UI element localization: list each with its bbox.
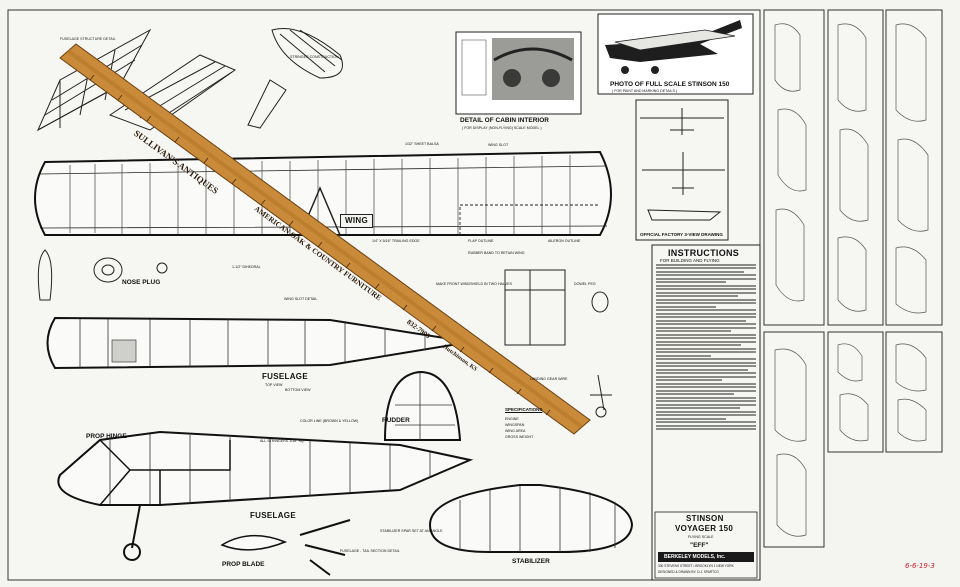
model-name: STINSON — [686, 514, 724, 523]
handwritten-note: 6-6-19-3 — [905, 562, 935, 570]
eff-label: "EFF" — [690, 542, 709, 549]
maker-address: 330 STEVENS STREET • BROOKLYN 1 NEW YORK — [658, 564, 734, 568]
model-name-2: VOYAGER 150 — [675, 524, 734, 533]
title-block — [651, 244, 761, 581]
dowel-peg-note: DOWEL PEG — [574, 282, 596, 286]
color-line-note: COLOR LINE (BROWN & YELLOW) — [300, 419, 359, 423]
fuselage-bottom-sublabel: BOTTOM VIEW — [285, 388, 311, 392]
yardstick-ruler — [59, 43, 591, 435]
sheet-balsa-note: 1/32" SHEET BALSA — [405, 142, 439, 146]
instructions-title: INSTRUCTIONS — [668, 248, 740, 258]
top-left-structure-sketches — [36, 27, 343, 132]
cabin-detail-subtitle: ( FOR DISPLAY (NON-FLYING) SCALE MODEL ) — [462, 126, 542, 130]
flap-outline-note: FLAP OUTLINE — [468, 239, 494, 243]
dihedral-note: 1-1/2" DIHEDRAL — [232, 265, 261, 269]
wing-slot-note: WING SLOT — [488, 143, 509, 147]
fuselage-top-sublabel: TOP VIEW — [265, 383, 283, 387]
wing-slot-detail-note: WING SLOT DETAIL — [284, 297, 318, 301]
prop-hinge-label: PROP HINGE — [86, 433, 127, 440]
rudder-label: RUDDER — [382, 417, 410, 424]
stabilizer-plan — [428, 484, 634, 553]
nose-plug-detail — [37, 249, 168, 301]
stringer-construction-note: STRINGER CONSTRUCTION — [290, 55, 339, 59]
fuselage-side-label: FUSELAGE — [250, 511, 296, 520]
three-view-title: OFFICIAL FACTORY 3-VIEW DRAWING — [640, 232, 723, 237]
rudder-plan — [383, 370, 462, 441]
spec-wingspan: WINGSPAN — [505, 423, 525, 427]
fuselage-side-view — [57, 430, 474, 561]
instructions-subtitle: FOR BUILDING AND FLYING — [660, 258, 720, 263]
landing-gear-note: LANDING GEAR WIRE — [530, 377, 568, 381]
photo-subtitle: ( FOR PAINT AND MARKING DETAILS ) — [612, 89, 678, 93]
spec-wing-area: WING AREA — [505, 429, 526, 433]
fuselage-top-view — [46, 316, 471, 370]
full-scale-photo — [597, 13, 754, 95]
parts-sheets — [763, 9, 943, 548]
fuselage-top-label: FUSELAGE — [262, 372, 308, 381]
wing-label: WING — [340, 214, 373, 228]
spec-gross-weight: GROSS WEIGHT — [505, 435, 534, 439]
windshield-detail — [504, 269, 612, 418]
windshield-note: MAKE FRONT WINDSHIELD IN TWO HALVES — [436, 282, 512, 286]
cabin-interior-detail — [455, 31, 582, 115]
spec-engine: ENGINE — [505, 417, 519, 421]
prop-blade — [220, 519, 351, 576]
specifications-label: SPECIFICATIONS — [505, 407, 543, 412]
rubber-band-note: RUBBER BAND TO RETAIN WING — [468, 251, 525, 255]
maker-name: BERKELEY MODELS, Inc. — [664, 554, 726, 560]
trailing-edge-note: 1/4" X 5/16" TRAILING EDGE — [372, 239, 420, 243]
stabilizer-label: STABILIZER — [512, 558, 550, 565]
svg-text:FUSELAGE STRUCTURE DETAIL: FUSELAGE STRUCTURE DETAIL — [60, 37, 116, 41]
flying-scale-label: FLYING SCALE — [688, 535, 714, 539]
wing-plan — [34, 150, 612, 236]
designer-credit: DESIGNED & DRAWN BY: D.J. SPARTCO — [658, 570, 719, 574]
stringers-note: ALL STRINGERS 1/16" SQ. — [260, 439, 305, 443]
instructions-text-block — [656, 262, 756, 510]
aileron-outline-note: AILERON OUTLINE — [548, 239, 581, 243]
nose-plug-label: NOSE PLUG — [122, 279, 161, 286]
factory-three-view — [635, 99, 729, 241]
photo-title: PHOTO OF FULL SCALE STINSON 150 — [610, 81, 730, 88]
tail-section-note: FUSELAGE - TAIL SECTION DETAIL — [340, 549, 400, 553]
cabin-detail-title: DETAIL OF CABIN INTERIOR — [460, 117, 549, 124]
prop-blade-label: PROP BLADE — [222, 561, 265, 568]
stabilizer-spar-note: STABILIZER SPAR SET AT AN ANGLE — [380, 529, 443, 533]
